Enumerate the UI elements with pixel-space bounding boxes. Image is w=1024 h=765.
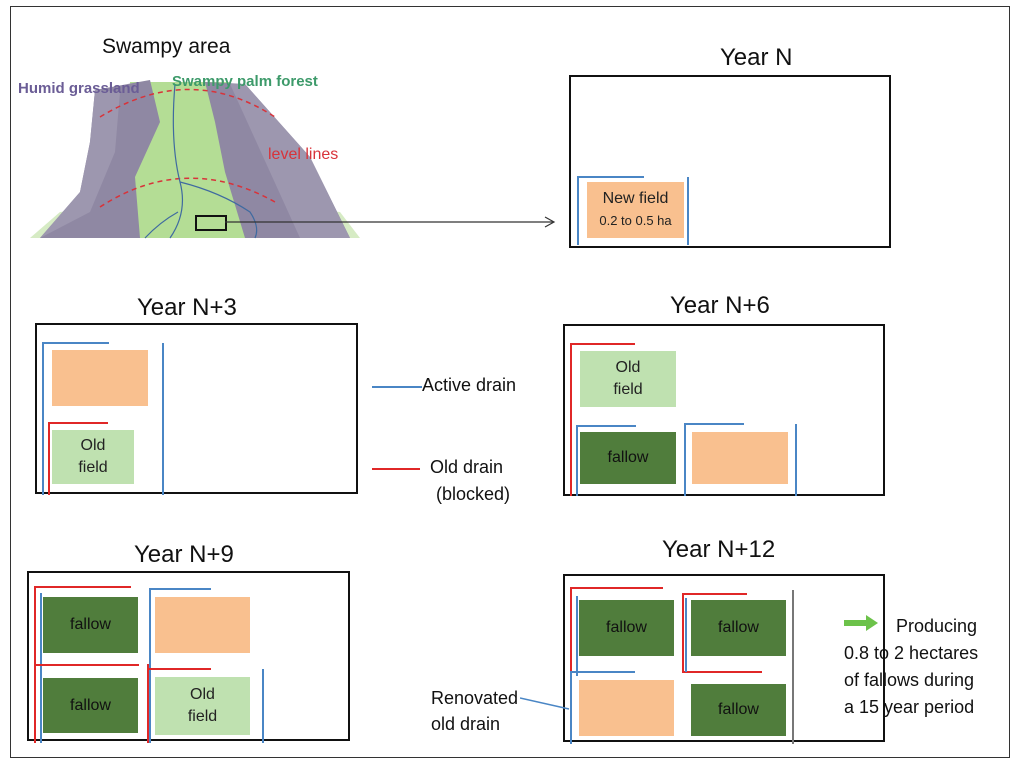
old-field: Old field xyxy=(52,430,134,484)
old-drain-label-1: Old drain xyxy=(430,457,504,477)
new-field-label: New field xyxy=(602,190,669,207)
renovated-drain-label-2: old drain xyxy=(431,714,501,734)
stream-left xyxy=(144,211,179,239)
year-n12-title: Year N+12 xyxy=(662,536,776,563)
fallow-label: fallow xyxy=(718,701,759,718)
stream-right xyxy=(179,181,258,239)
level-lines-label: level lines xyxy=(268,146,339,163)
new-field xyxy=(579,680,674,736)
year-n-title: Year N xyxy=(720,44,793,71)
new-field xyxy=(692,432,788,484)
active-drain-label: Active drain xyxy=(422,375,517,395)
old-field-label-2: field xyxy=(78,459,108,476)
new-field xyxy=(155,597,250,653)
fallow-field-bottom: fallow xyxy=(43,678,138,733)
producing-text-2: 0.8 to 2 hectares xyxy=(844,643,979,663)
stream-main xyxy=(169,83,183,239)
producing-text-1: Producing xyxy=(896,616,978,636)
swampy-area-illustration xyxy=(30,80,360,239)
new-field: New field 0.2 to 0.5 ha xyxy=(587,182,684,238)
old-field: Old field xyxy=(155,677,250,735)
level-line-upper xyxy=(99,88,276,118)
year-n9-panel: fallow fallow Old field xyxy=(27,571,350,743)
new-field-area: 0.2 to 0.5 ha xyxy=(599,213,672,228)
fallow-label: fallow xyxy=(70,696,111,714)
old-field-label-1: Old xyxy=(190,686,215,703)
field-location-marker xyxy=(195,215,227,231)
renovated-drain-label-1: Renovated xyxy=(431,688,519,708)
renovated-drain-pointer xyxy=(520,697,570,710)
old-drain-swatch xyxy=(372,468,420,470)
active-drain-swatch xyxy=(372,386,422,388)
location-arrow xyxy=(225,216,556,228)
fallow-field-top-left: fallow xyxy=(579,600,674,656)
fallow-field-bottom-right: fallow xyxy=(691,684,786,736)
year-n3-title: Year N+3 xyxy=(137,294,237,321)
old-drain-label-2: (blocked) xyxy=(436,484,511,504)
new-field xyxy=(52,350,148,406)
fallow-field: fallow xyxy=(580,432,676,484)
old-field-label-2: field xyxy=(187,708,218,725)
fallow-label: fallow xyxy=(70,616,111,633)
figure-border xyxy=(10,6,1010,758)
year-n12-panel: fallow fallow fallow xyxy=(563,574,885,744)
swampy-area-title: Swampy area xyxy=(102,35,231,58)
old-field: Old field xyxy=(580,351,676,407)
old-field-label-1: Old xyxy=(615,359,641,376)
producing-text-4: a 15 year period xyxy=(844,697,975,717)
year-n-panel: New field 0.2 to 0.5 ha xyxy=(569,75,891,248)
producing-text-3: of fallows during xyxy=(844,670,975,690)
old-field-label-2: field xyxy=(613,381,643,398)
year-n9-title: Year N+9 xyxy=(134,541,234,568)
fallow-label: fallow xyxy=(607,449,649,466)
year-n3-panel: Old field xyxy=(35,323,358,495)
fallow-label: fallow xyxy=(606,619,647,636)
green-arrow-icon xyxy=(844,615,878,631)
fallow-label: fallow xyxy=(718,619,759,636)
palm-forest-label: Swampy palm forest xyxy=(172,73,318,90)
fallow-field-top: fallow xyxy=(43,597,138,653)
year-n6-title: Year N+6 xyxy=(670,292,770,319)
year-n6-panel: Old field fallow xyxy=(563,324,885,496)
level-line-lower xyxy=(99,177,276,208)
humid-grassland-label: Humid grassland xyxy=(18,80,140,97)
old-field-label-1: Old xyxy=(80,437,106,454)
fallow-field-top-right: fallow xyxy=(691,600,786,656)
